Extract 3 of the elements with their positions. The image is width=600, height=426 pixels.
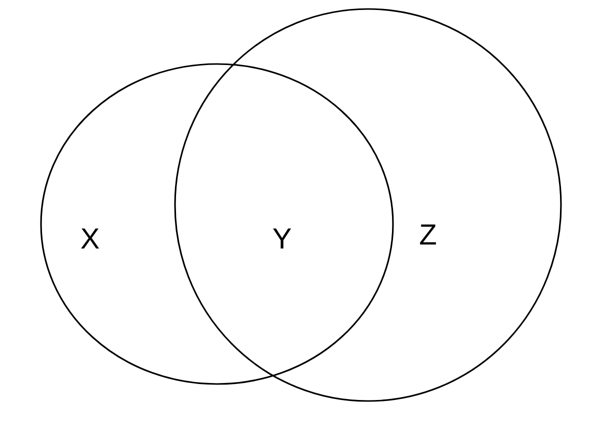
intersection-label: Y: [272, 226, 292, 254]
set-label: Z: [419, 222, 437, 250]
set-label: X: [80, 226, 100, 254]
